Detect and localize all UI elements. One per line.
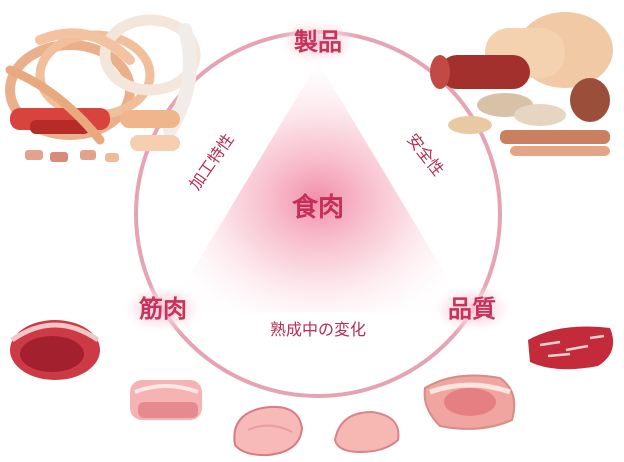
- node-label-right: 品質: [448, 297, 496, 321]
- chicken-breast-icon: [335, 412, 398, 452]
- node-label-top: 製品: [294, 30, 342, 54]
- ham-and-salami-icon: [430, 12, 613, 156]
- sausages-icon: [10, 20, 195, 162]
- loin-steak-icon: [425, 376, 515, 429]
- edge-label-bottom: 熟成中の変化: [270, 322, 366, 338]
- center-label: 食肉: [292, 195, 344, 221]
- node-label-left: 筋肉: [139, 297, 187, 321]
- beef-block-icon: [10, 320, 100, 380]
- marbled-beef-icon: [528, 327, 613, 370]
- chicken-thigh-icon: [234, 407, 302, 455]
- center-triangle-glow: [168, 62, 468, 312]
- pork-cut-icon: [130, 380, 202, 420]
